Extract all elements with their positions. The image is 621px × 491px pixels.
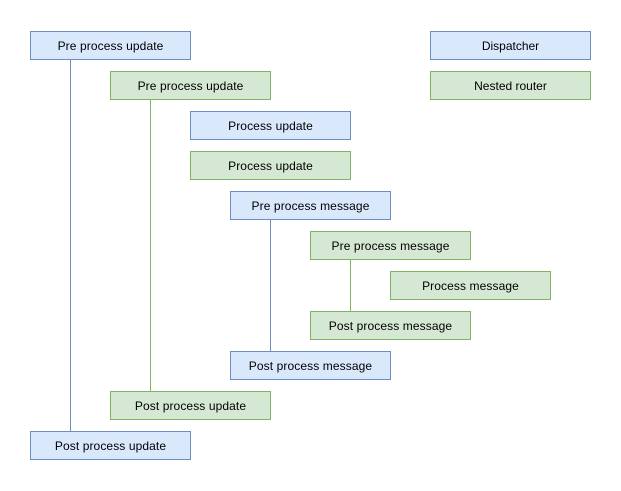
node-pre-process-message-nested-router[interactable]: Pre process message (310, 231, 471, 260)
node-process-message-nested-router[interactable]: Process message (390, 271, 551, 300)
node-post-process-message-dispatcher[interactable]: Post process message (230, 351, 391, 380)
node-label: Process message (422, 278, 519, 293)
node-label: Post process message (328, 318, 453, 333)
legend-item-dispatcher[interactable]: Dispatcher (430, 31, 591, 60)
node-label: Post process update (134, 398, 247, 413)
connector-pre-post-process-update-dispatcher (70, 60, 71, 431)
node-pre-process-message-dispatcher[interactable]: Pre process message (230, 191, 391, 220)
node-post-process-update-dispatcher[interactable]: Post process update (30, 431, 191, 460)
connector-pre-post-process-message-nested-router (350, 260, 351, 311)
node-process-update-dispatcher[interactable]: Process update (190, 111, 351, 140)
node-post-process-message-nested-router[interactable]: Post process message (310, 311, 471, 340)
node-pre-process-update-dispatcher[interactable]: Pre process update (30, 31, 191, 60)
node-process-update-nested-router[interactable]: Process update (190, 151, 351, 180)
connector-pre-post-process-update-nested-router (150, 100, 151, 391)
connector-pre-post-process-message-dispatcher (270, 220, 271, 351)
node-label: Process update (228, 158, 313, 173)
node-label: Pre process message (251, 198, 370, 213)
node-label: Pre process update (137, 78, 244, 93)
node-label: Post process message (248, 358, 373, 373)
node-label: Post process update (54, 438, 167, 453)
node-label: Process update (228, 118, 313, 133)
node-label: Pre process message (331, 238, 450, 253)
node-label: Pre process update (57, 38, 164, 53)
legend-label: Dispatcher (481, 38, 540, 53)
node-pre-process-update-nested-router[interactable]: Pre process update (110, 71, 271, 100)
legend-item-nested-router[interactable]: Nested router (430, 71, 591, 100)
node-post-process-update-nested-router[interactable]: Post process update (110, 391, 271, 420)
legend-label: Nested router (474, 78, 547, 93)
